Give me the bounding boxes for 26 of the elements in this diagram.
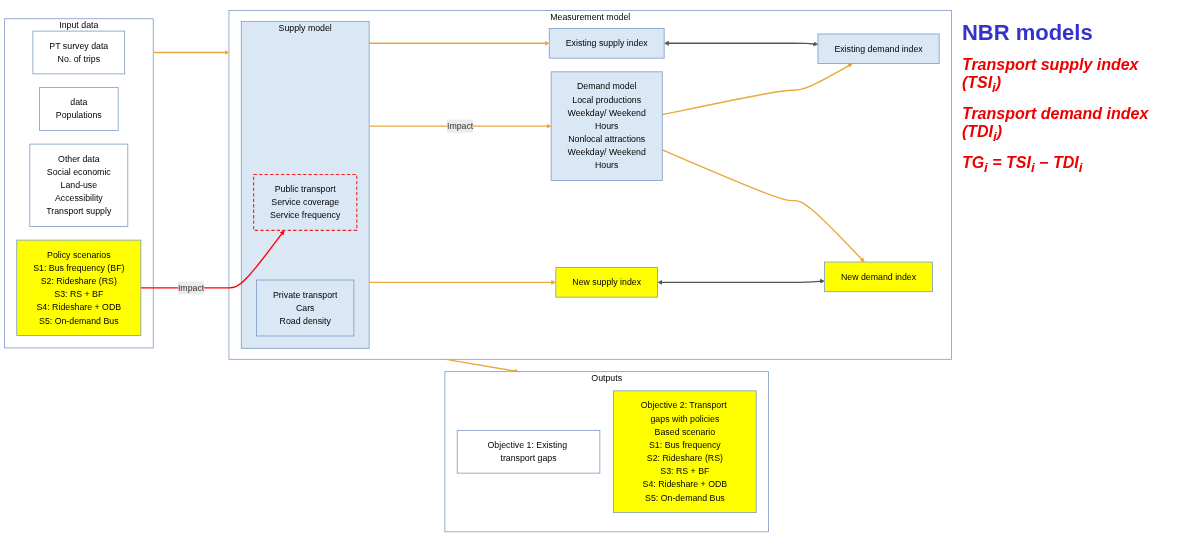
arrow [657,278,825,285]
node-box: Other data Social economic Land-use Accessibility Transport supply [29,143,129,227]
node-box: Objective 2: Transport gaps with policies Based scenario S1: Bus frequency S2: Rideshare (RS) S3: RS + BF S4: Rideshare + ODB S5: On-demand Bus [613,390,757,513]
output-note: TG$_{i}$ = TSI$_{i}$ − TDI$_{i}$ [961,154,1084,176]
node-box: Public transport Service coverage Service frequency [253,173,358,231]
model-label: NBR models [961,20,1094,46]
node-box: Demand model Local productions Weekday/ Weekend Hours Nonlocal attractions Weekday/ Weekend Hours [550,71,663,181]
node-box: PT survey data No. of trips [32,30,126,75]
output-note: Transport demand index (TDI$_{i}$) [961,105,1150,145]
node-box: Objective 1: Existing transport gaps [456,429,601,474]
node-box: Policy scenarios S1: Bus frequency (BF) S2: Rideshare (RS) S3: RS + BF S4: Rideshare + ODB S5: On-demand Bus [16,239,142,336]
edge-label: Impact [177,282,205,293]
edge-label: Impact [446,121,474,131]
node-box: New supply index [555,267,658,298]
arrow [368,40,550,46]
node-box: data Populations [39,87,119,131]
arrow [661,63,853,116]
output-note: Transport supply index (TSI$_{i}$) [961,56,1140,96]
node-box: Private transport Cars Road density [256,279,355,337]
arrow [661,149,865,263]
arrow [664,40,819,47]
arrow [152,49,230,55]
node-box: Existing demand index [817,33,940,64]
node-box: Existing supply index [548,27,665,59]
node-box: New demand index [824,261,933,292]
arrow [368,279,557,285]
